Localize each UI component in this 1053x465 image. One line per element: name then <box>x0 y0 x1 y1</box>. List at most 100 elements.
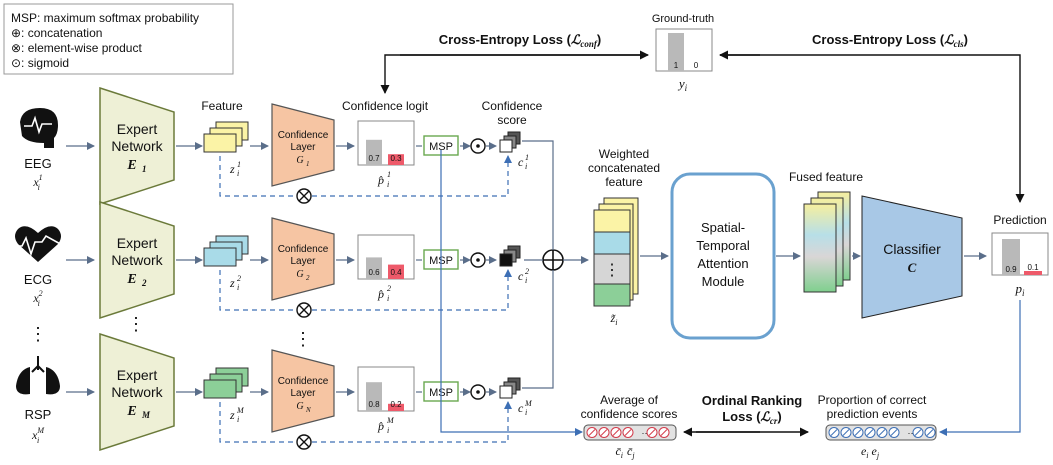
vector-element-slash <box>878 429 886 436</box>
p-hat-superscript: 2 <box>387 284 391 293</box>
z-superscript: 2 <box>237 274 241 283</box>
conf-layer-label: Confidence <box>278 130 329 141</box>
dashed-score-path <box>312 401 512 443</box>
expert-symbol: E <box>126 404 136 419</box>
feature-label: Feature <box>201 99 243 113</box>
dashed-feature-path <box>219 402 296 443</box>
vector-element-slash <box>830 429 838 436</box>
vdots-left: ⋮ <box>29 324 47 344</box>
svg-text:C: C <box>908 260 917 275</box>
expert-label: Expert <box>117 121 158 137</box>
rsp-label: RSP <box>25 407 52 422</box>
concat-symbol <box>542 249 564 271</box>
legend-concat: ⊕: concatenation <box>11 26 102 40</box>
eeg-label: EEG <box>24 156 51 171</box>
ordinal-label-1: Ordinal Ranking <box>702 393 802 408</box>
dashed-feature-path <box>219 270 296 311</box>
svg-text:Classifier: Classifier <box>883 241 941 257</box>
legend-product: ⊗: element-wise product <box>11 41 142 55</box>
ecg-label: ECG <box>24 272 52 287</box>
c-subscript: i <box>525 276 527 285</box>
z-subscript: i <box>237 415 239 424</box>
ground-truth-title: Ground-truth <box>652 13 714 25</box>
c-superscript: 1 <box>525 153 529 162</box>
product-cross <box>298 190 310 202</box>
feature-layer <box>203 247 237 267</box>
p-hat-symbol: p̂ <box>377 287 384 301</box>
conf-layer-label: Layer <box>290 142 316 153</box>
conf-layer-label: Confidence <box>278 244 329 255</box>
ellipsis: ··· <box>642 428 651 438</box>
p-hat-symbol: p̂ <box>377 419 384 433</box>
conf-layer-label: Layer <box>290 388 316 399</box>
weighted-label-1: Weighted <box>599 147 649 161</box>
avg-conf-label-2: confidence scores <box>581 407 678 421</box>
ground-truth-box: Ground-truth 1 0 yi <box>652 13 714 93</box>
concat-in-1 <box>522 140 554 250</box>
p-hat-superscript: M <box>386 416 395 425</box>
product-cross <box>298 436 310 448</box>
z-symbol: z <box>229 276 235 290</box>
ellipsis: ··· <box>908 428 917 438</box>
c-subscript: i <box>525 162 527 171</box>
legend-msp: MSP: maximum softmax probability <box>11 11 199 25</box>
svg-text:Temporal: Temporal <box>696 238 750 253</box>
vector-element-slash <box>926 429 934 436</box>
expert-label: Network <box>111 252 163 268</box>
p-hat-subscript: i <box>387 294 389 303</box>
concat-in-3 <box>522 270 554 389</box>
vector-element-slash <box>842 429 850 436</box>
svg-text:Module: Module <box>702 274 745 289</box>
logit-value: 0.2 <box>390 400 402 409</box>
heart-icon <box>12 226 65 262</box>
confidence-layer <box>271 217 335 301</box>
p-hat-subscript: i <box>387 426 389 435</box>
logit-bar <box>366 139 382 165</box>
expert-label: Expert <box>117 367 158 383</box>
brain-icon <box>20 108 58 148</box>
svg-text:Attention: Attention <box>697 256 748 271</box>
expert-subscript: M <box>141 410 151 420</box>
pred-bar-2 <box>1024 271 1042 275</box>
ce-conf-label: Cross-Entropy Loss (ℒconf) <box>439 32 601 49</box>
logit-bar <box>366 382 382 411</box>
logit-bar <box>366 257 382 279</box>
z-subscript: i <box>237 169 239 178</box>
sigmoid-dot <box>476 390 480 394</box>
conf-layer-subscript: 1 <box>306 160 310 168</box>
vector-element-slash <box>588 429 596 436</box>
logit-value: 0.3 <box>390 154 402 163</box>
sigmoid-dot <box>476 144 480 148</box>
z-symbol: z <box>229 162 235 176</box>
spatial-temporal-attention-module: Spatial- Temporal Attention Module <box>670 172 776 340</box>
vector-element-slash <box>890 429 898 436</box>
c-symbol: c <box>518 269 524 283</box>
conf-layer-symbol: G <box>296 401 303 412</box>
conf-layer-symbol: G <box>296 155 303 166</box>
gt-value-0: 0 <box>694 61 699 70</box>
prop-label-2: prediction events <box>827 407 918 421</box>
fused-feature-stack <box>803 191 851 293</box>
svg-text:⋮: ⋮ <box>604 262 620 279</box>
conf-layer-label: Layer <box>290 256 316 267</box>
svg-text:Spatial-: Spatial- <box>701 220 745 235</box>
product-cross <box>298 304 310 316</box>
dashed-feature-path <box>219 156 296 197</box>
vector-element-slash <box>866 429 874 436</box>
msp-label: MSP <box>429 141 453 153</box>
c-symbol: c <box>518 401 524 415</box>
vector-element-slash <box>612 429 620 436</box>
ce-conf-arrow <box>380 54 645 94</box>
logit-bar <box>388 403 404 411</box>
logit-value: 0.4 <box>390 268 402 277</box>
z-symbol: z <box>229 408 235 422</box>
ce-cls-arrow <box>720 54 1025 203</box>
weighted-label-3: feature <box>605 175 643 189</box>
weighted-feature-stack: ⋮ <box>593 197 639 307</box>
average-score-vector: ··· <box>583 424 677 441</box>
